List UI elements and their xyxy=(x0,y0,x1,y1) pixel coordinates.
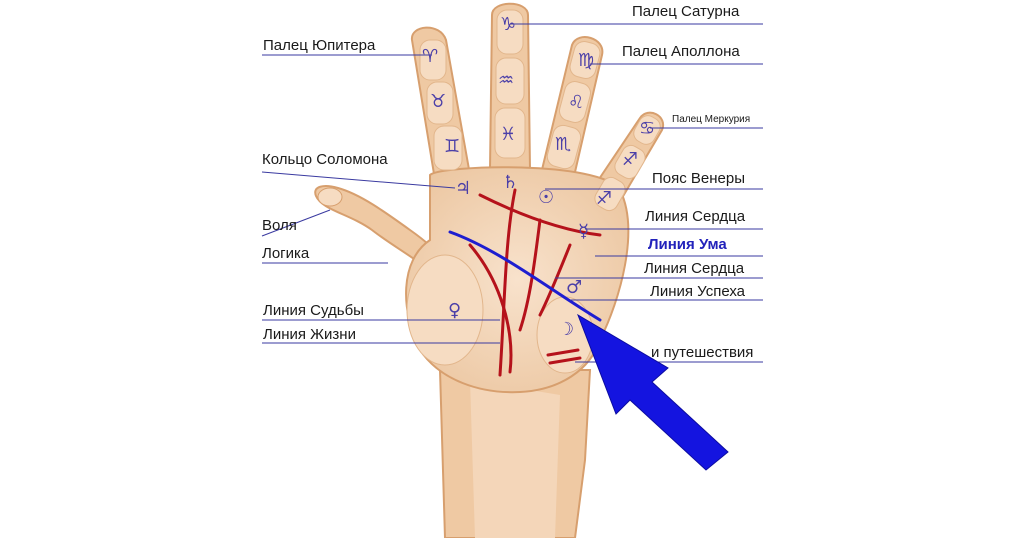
gemini-icon: ♊ xyxy=(444,136,460,157)
travel-line-2 xyxy=(548,356,582,365)
capricorn-icon: ♑ xyxy=(500,14,516,35)
leo-icon: ♌ xyxy=(568,92,584,113)
venus-icon: ♀ xyxy=(448,300,461,321)
label-travel-lines: и путешествия xyxy=(651,344,754,361)
pointer-arrow-icon xyxy=(577,313,729,471)
label-fate-line: Линия Судьбы xyxy=(263,302,364,319)
wrist-shading xyxy=(470,380,560,538)
label-will: Воля xyxy=(262,217,297,234)
label-success-line: Линия Успеха xyxy=(650,283,746,300)
mars-icon-upper: ♐ xyxy=(596,188,612,209)
taurus-icon: ♉ xyxy=(430,91,446,112)
mind-line xyxy=(448,230,602,322)
aries-icon: ♈ xyxy=(422,46,438,67)
label-logic: Логика xyxy=(262,245,310,262)
saturn-icon: ♄ xyxy=(502,172,518,193)
mars-icon: ♂ xyxy=(566,277,582,298)
virgo-icon: ♍ xyxy=(578,50,594,71)
thumb-nail xyxy=(317,187,343,207)
label-life-line: Линия Жизни xyxy=(263,326,356,343)
heart-line-lower xyxy=(518,218,542,332)
aquarius-icon: ♒ xyxy=(498,70,514,91)
sun-icon: ☉ xyxy=(538,187,554,208)
label-jupiter-finger: Палец Юпитера xyxy=(263,37,376,54)
label-heart-line-2: Линия Сердца xyxy=(644,260,745,277)
label-apollo-finger: Палец Аполлона xyxy=(622,43,740,60)
label-heart-line-1: Линия Сердца xyxy=(645,208,746,225)
label-solomon-ring: Кольцо Соломона xyxy=(262,151,388,168)
label-venus-belt: Пояс Венеры xyxy=(652,170,746,187)
scorpio-icon: ♏ xyxy=(555,134,571,155)
sagittarius-icon: ♐ xyxy=(622,149,638,170)
mercury-icon: ☿ xyxy=(578,221,589,242)
label-saturn-finger: Палец Сатурна xyxy=(632,3,740,20)
success-line xyxy=(538,243,572,317)
mount-of-venus xyxy=(406,254,484,366)
label-mercury-finger: Палец Меркурия xyxy=(672,114,751,125)
travel-line-1 xyxy=(546,348,580,357)
label-mind-line: Линия Ума xyxy=(648,236,727,253)
jupiter-icon: ♃ xyxy=(455,178,471,199)
cancer-icon: ♋ xyxy=(639,118,655,139)
palm-lines xyxy=(468,188,602,377)
pisces-icon: ♓ xyxy=(500,124,516,145)
moon-icon: ☽ xyxy=(558,319,574,340)
